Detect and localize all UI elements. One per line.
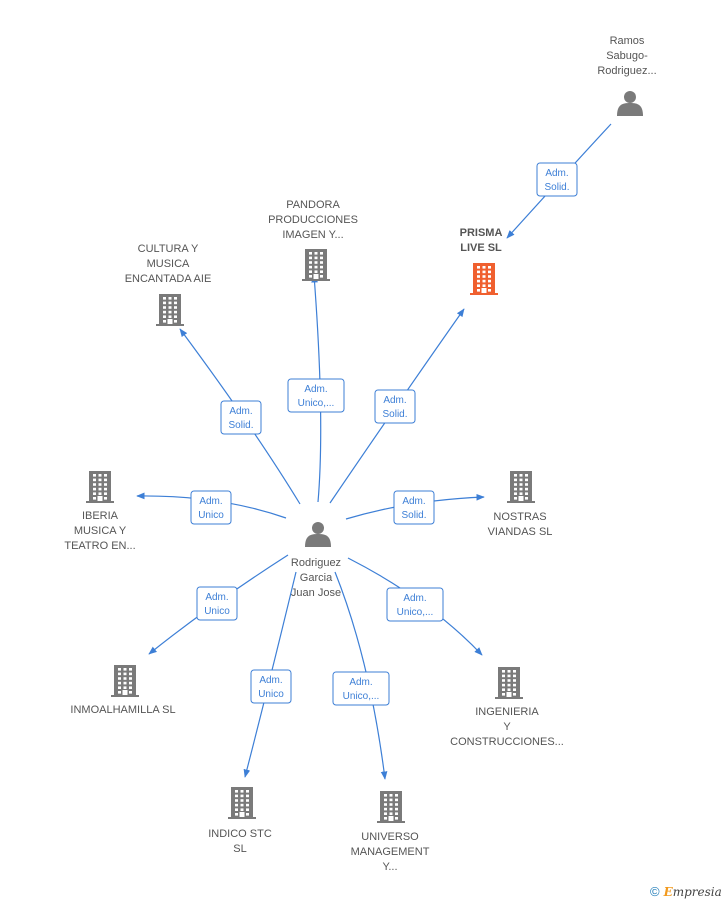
edge-center-to-prisma: Adm. Solid. [329,308,465,504]
edge-label-line: Unico,... [343,691,380,702]
node-label-line: INGENIERIA [475,706,539,718]
building-icon [470,263,498,295]
edge-label-box[interactable]: Adm. Solid. [374,389,416,424]
edge-label-line: Adm. [402,496,425,507]
node-label-line: Rodriguez [291,557,341,569]
graph-node-universo[interactable]: UNIVERSO MANAGEMENT Y... [351,791,430,873]
node-label-line: TEATRO EN... [64,540,135,552]
node-label-line: Ramos [610,35,645,47]
edge-label-line: Solid. [228,420,253,431]
node-label-line: UNIVERSO [361,831,419,843]
graph-node-ingenieria[interactable]: INGENIERIA Y CONSTRUCCIONES... [450,667,564,748]
person-icon [305,522,331,547]
edge-label-line: Unico,... [397,607,434,618]
building-icon [507,471,535,503]
building-icon [86,471,114,503]
graph-node-nostras[interactable]: NOSTRAS VIANDAS SL [488,471,553,538]
edge-center-to-ingenieria: Adm. Unico,... [347,557,483,656]
node-label-line: IBERIA [82,510,119,522]
edge-label-line: Adm. [545,168,568,179]
node-label-line: Garcia [300,572,333,584]
node-label-line: PRODUCCIONES [268,214,358,226]
brand-name: mpresia [672,885,722,899]
building-icon [302,249,330,281]
node-label-line: Juan Jose [291,587,341,599]
edge-label-line: Adm. [229,406,252,417]
edge-center-to-nostras: Adm. Solid. [345,490,485,525]
edge-label-box[interactable]: Adm. Solid. [536,162,578,197]
edge-center-to-iberia: Adm. Unico [136,490,287,525]
node-label-line: SL [233,843,246,855]
node-label-line: MUSICA Y [74,525,127,537]
node-label-line: NOSTRAS [493,511,546,523]
building-icon [156,294,184,326]
edge-label-line: Adm. [349,677,372,688]
edge-label-line: Adm. [403,593,426,604]
edge-line [334,571,388,780]
node-label-line: MUSICA [147,258,190,270]
edge-center-to-pandora: Adm. Unico,... [287,274,345,503]
graph-node-cultura[interactable]: CULTURA Y MUSICA ENCANTADA AIE [125,243,212,326]
node-label-line: ENCANTADA AIE [125,273,212,285]
graph-node-pandora[interactable]: PANDORA PRODUCCIONES IMAGEN Y... [268,199,358,281]
edge-label-line: Solid. [401,510,426,521]
edge-label-line: Adm. [383,395,406,406]
edge-label-box[interactable]: Adm. Unico [196,586,238,621]
building-icon [228,787,256,819]
node-label-line: CONSTRUCCIONES... [450,736,564,748]
edge-label-box[interactable]: Adm. Solid. [220,400,262,435]
edge-label-line: Adm. [205,592,228,603]
node-label-line: PRISMA [460,227,503,239]
building-icon [377,791,405,823]
node-label-line: Y... [382,861,397,873]
node-label-line: MANAGEMENT [351,846,430,858]
edge-label-line: Adm. [304,384,327,395]
edge-label-line: Solid. [382,409,407,420]
edge-label-box[interactable]: Adm. Unico,... [386,587,444,622]
node-label-line: PANDORA [286,199,340,211]
edge-center-to-universo: Adm. Unico,... [332,571,390,780]
brand-initial: E [663,885,673,899]
building-icon [111,665,139,697]
edge-label-box[interactable]: Adm. Unico [190,490,232,525]
graph-node-prisma[interactable]: PRISMA LIVE SL [460,227,503,295]
building-icon [495,667,523,699]
node-label-line: LIVE SL [460,242,502,254]
edge-label-line: Solid. [544,182,569,193]
node-label-line: VIANDAS SL [488,526,553,538]
node-label-line: IMAGEN Y... [282,229,343,241]
node-label-line: INMOALHAMILLA SL [70,704,175,716]
edge-center-to-cultura: Adm. Solid. [179,328,301,505]
node-label-line: Rodriguez... [597,65,656,77]
node-label-line: INDICO STC [208,828,272,840]
edge-label-line: Unico [258,689,284,700]
edge-center-to-inmo: Adm. Unico [148,554,289,655]
edge-label-box[interactable]: Adm. Unico,... [287,378,345,413]
edge-label-line: Adm. [259,675,282,686]
edge-label-line: Unico [204,606,230,617]
edge-label-box[interactable]: Adm. Unico,... [332,671,390,706]
node-label-line: CULTURA Y [138,243,199,255]
edge-label-box[interactable]: Adm. Unico [250,669,292,704]
edge-label-box[interactable]: Adm. Solid. [393,490,435,525]
node-label-line: Y [503,721,511,733]
node-label-line: Sabugo- [606,50,648,62]
graph-node-indico[interactable]: INDICO STC SL [208,787,272,855]
person-icon [617,91,643,116]
graph-node-inmo[interactable]: INMOALHAMILLA SL [70,665,176,716]
copyright-icon: © [650,884,660,899]
edge-label-line: Unico,... [298,398,335,409]
edge-center-to-indico: Adm. Unico [243,571,297,778]
edge-ramos-to-prisma: Adm. Solid. [506,123,612,239]
edge-label-line: Unico [198,510,224,521]
brand-watermark[interactable]: ©Empresia [650,884,722,899]
graph-node-iberia[interactable]: IBERIA MUSICA Y TEATRO EN... [64,471,136,552]
edge-label-line: Adm. [199,496,222,507]
edges-layer: Adm. Solid. Adm. Solid. Adm. Unico,... Adm. Sol… [136,123,612,780]
